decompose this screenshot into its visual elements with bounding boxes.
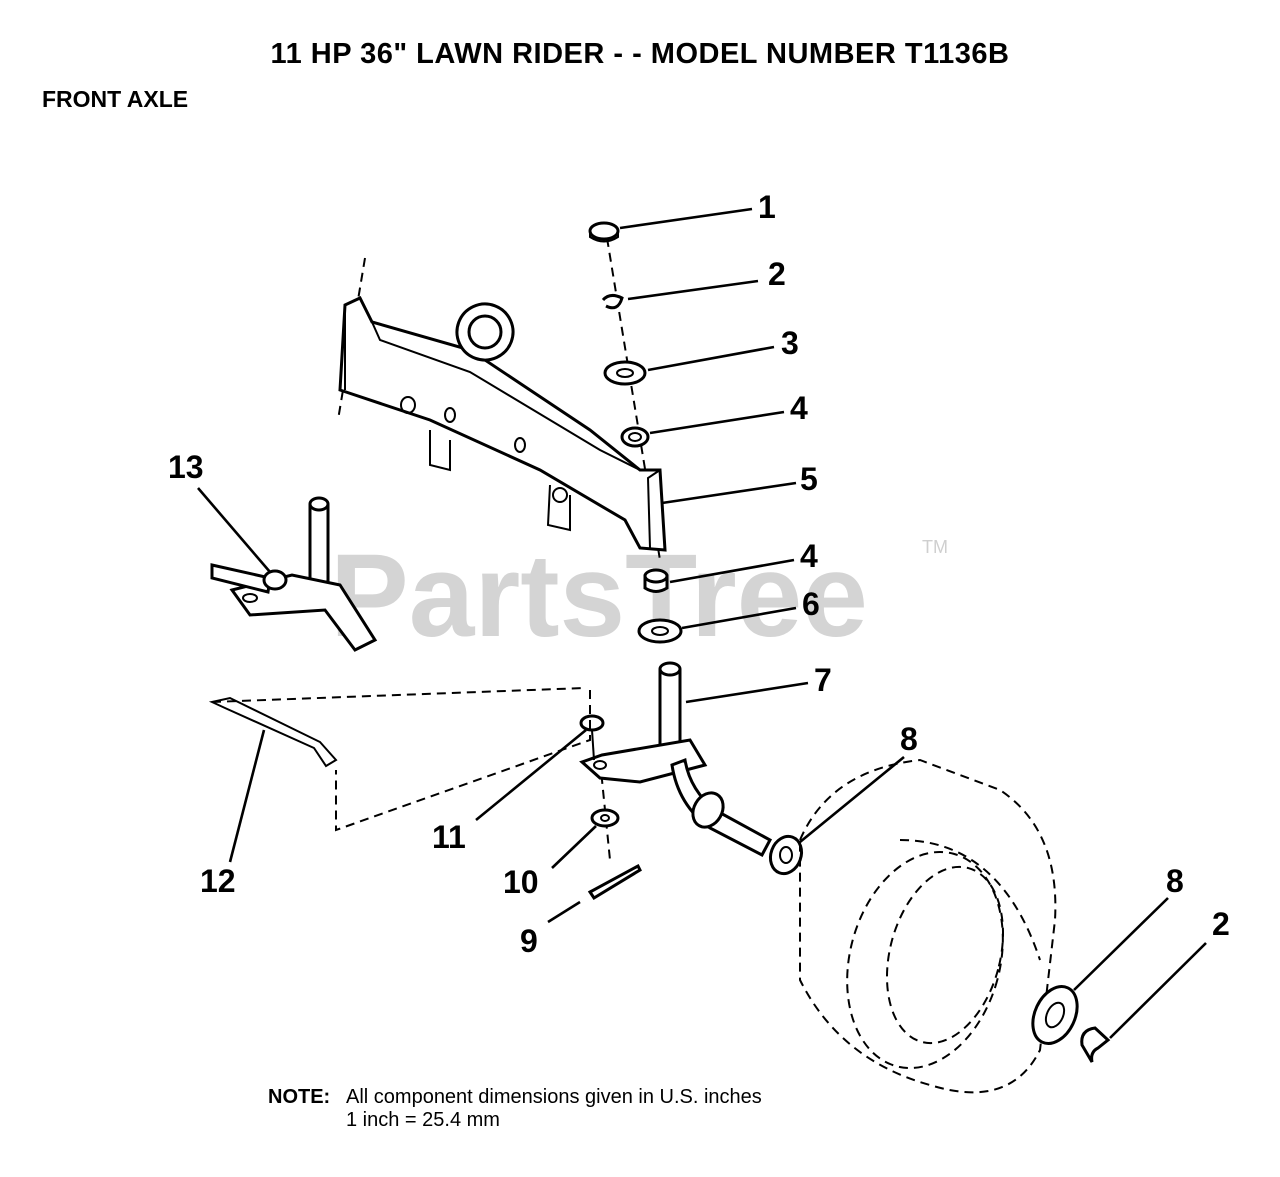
callout-10: 10: [503, 864, 539, 900]
part-bushing-lower: [643, 568, 669, 593]
callout-9: 9: [520, 923, 538, 959]
callout-12: 12: [200, 863, 236, 899]
callout-5: 5: [800, 461, 818, 497]
callout-6: 6: [802, 586, 820, 622]
leader-4b: [669, 558, 795, 584]
part-washer-8-outer: [1031, 985, 1079, 1045]
part-cotter-pin: [587, 863, 642, 901]
leader-10: [551, 825, 597, 869]
leader-12: [228, 729, 266, 863]
callout-1: 1: [758, 189, 776, 225]
leader-8a: [799, 755, 905, 844]
callout-8: 8: [900, 721, 918, 757]
part-spindle-right: [579, 661, 773, 858]
callout-4-lower: 4: [800, 538, 818, 574]
leader-11: [475, 728, 587, 822]
tie-rod: [208, 687, 591, 832]
callout-7: 7: [814, 662, 832, 698]
part-cap: [588, 221, 620, 243]
leader-1: [619, 207, 753, 230]
watermark-trademark: TM: [922, 537, 948, 557]
leader-13: [197, 487, 271, 573]
part-retaining-ring-outer: [1080, 1026, 1111, 1063]
dimensions-note: NOTE: All component dimensions given in U…: [268, 1086, 762, 1132]
leader-2a: [627, 279, 759, 301]
leader-2b: [1109, 942, 1207, 1039]
part-spindle-left: [210, 496, 378, 652]
leader-9: [547, 900, 581, 924]
callout-3: 3: [781, 325, 799, 361]
front-wheel: [799, 758, 1057, 1094]
leader-3: [647, 345, 775, 372]
leader-8b: [1073, 897, 1169, 991]
leader-5: [661, 481, 797, 505]
part-washer-large: [603, 360, 647, 386]
part-washer-small: [590, 808, 620, 828]
note-line-2: 1 inch = 25.4 mm: [346, 1109, 500, 1131]
part-washer-6: [637, 618, 683, 644]
note-line-1: All component dimensions given in U.S. i…: [346, 1086, 762, 1108]
leader-6: [681, 606, 797, 630]
callout-4: 4: [790, 390, 808, 426]
front-axle-beam: [338, 296, 667, 552]
watermark: PartsTree: [330, 530, 868, 662]
part-bushing-upper: [620, 426, 650, 448]
callout-13: 13: [168, 449, 204, 485]
note-label: NOTE:: [268, 1086, 331, 1108]
leader-4a: [649, 410, 785, 435]
leader-7: [685, 681, 809, 704]
callout-2: 2: [768, 256, 786, 292]
page-title: 11 HP 36" LAWN RIDER - - MODEL NUMBER T1…: [270, 38, 1010, 70]
section-title: FRONT AXLE: [42, 86, 189, 112]
part-bolt: [579, 714, 605, 761]
callout-8-outer: 8: [1166, 863, 1184, 899]
part-retaining-ring: [601, 293, 624, 310]
callout-11: 11: [432, 819, 466, 855]
callout-2-outer: 2: [1212, 906, 1230, 942]
